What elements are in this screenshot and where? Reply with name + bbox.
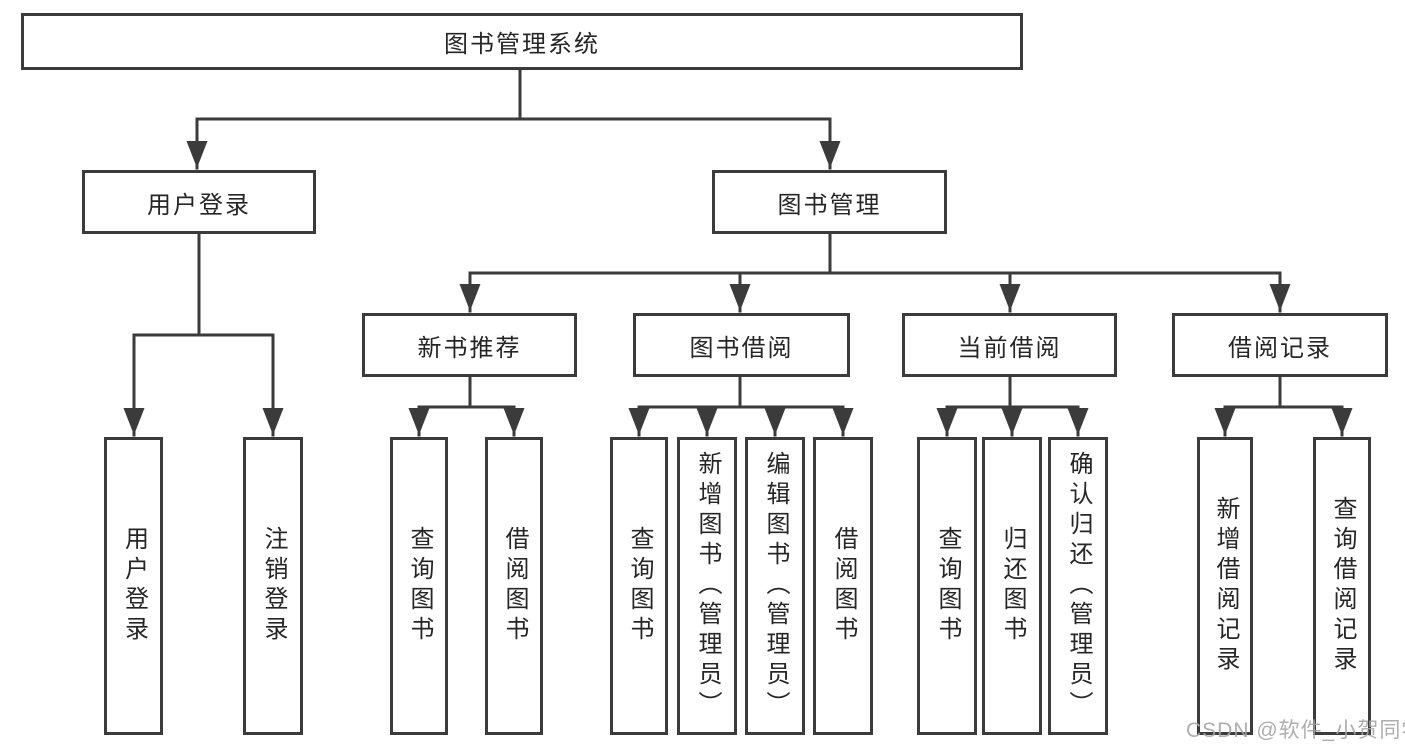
node-label: 借阅图书 — [830, 526, 857, 646]
leaf-records-add-record: 新增借阅记录 — [1197, 437, 1253, 735]
node-user-login: 用户登录 — [82, 170, 316, 234]
node-label: 归还图书 — [999, 526, 1026, 646]
node-label: 注销登录 — [260, 526, 287, 646]
node-root: 图书管理系统 — [21, 13, 1023, 70]
leaf-logout: 注销登录 — [243, 437, 303, 735]
leaf-borrow-borrow-books: 借阅图书 — [813, 437, 873, 735]
node-label: 编辑图书（管理员） — [762, 451, 789, 721]
leaf-user-login: 用户登录 — [104, 437, 163, 735]
node-current-borrowing: 当前借阅 — [902, 313, 1117, 377]
leaf-records-search-record: 查询借阅记录 — [1313, 437, 1371, 735]
node-label: 借阅记录 — [1228, 334, 1332, 362]
node-label: 借阅图书 — [501, 526, 528, 646]
node-book-management: 图书管理 — [712, 170, 947, 234]
node-label: 查询图书 — [626, 526, 653, 646]
node-borrowing-records: 借阅记录 — [1172, 313, 1388, 377]
leaf-borrow-search-books: 查询图书 — [610, 437, 668, 735]
csdn-watermark: CSDN @软件_小贺同学 — [1186, 719, 1405, 742]
leaf-newrec-search-books: 查询图书 — [390, 437, 448, 735]
node-label: 图书管理系统 — [444, 31, 600, 58]
leaf-current-return-books: 归还图书 — [982, 437, 1042, 735]
node-label: 确认归还（管理员） — [1065, 451, 1092, 721]
node-label: 用户登录 — [120, 526, 148, 646]
node-label: 新增图书（管理员） — [694, 451, 721, 721]
node-label: 图书借阅 — [689, 334, 794, 362]
node-label: 当前借阅 — [957, 334, 1062, 362]
node-label: 查询借阅记录 — [1329, 496, 1356, 676]
leaf-newrec-borrow-books: 借阅图书 — [485, 437, 543, 735]
leaf-current-confirm-return-admin: 确认归还（管理员） — [1048, 437, 1108, 735]
node-new-book-recommend: 新书推荐 — [362, 313, 577, 377]
leaf-borrow-edit-books-admin: 编辑图书（管理员） — [745, 437, 805, 735]
leaf-current-search-books: 查询图书 — [917, 437, 977, 735]
node-label: 新书推荐 — [417, 334, 522, 362]
node-label: 图书管理 — [777, 191, 882, 219]
node-label: 用户登录 — [147, 191, 251, 219]
node-label: 新增借阅记录 — [1212, 496, 1239, 676]
node-book-borrowing: 图书借阅 — [633, 313, 850, 377]
node-label: 查询图书 — [934, 526, 961, 646]
leaf-borrow-add-books-admin: 新增图书（管理员） — [677, 437, 737, 735]
node-label: 查询图书 — [406, 526, 433, 646]
